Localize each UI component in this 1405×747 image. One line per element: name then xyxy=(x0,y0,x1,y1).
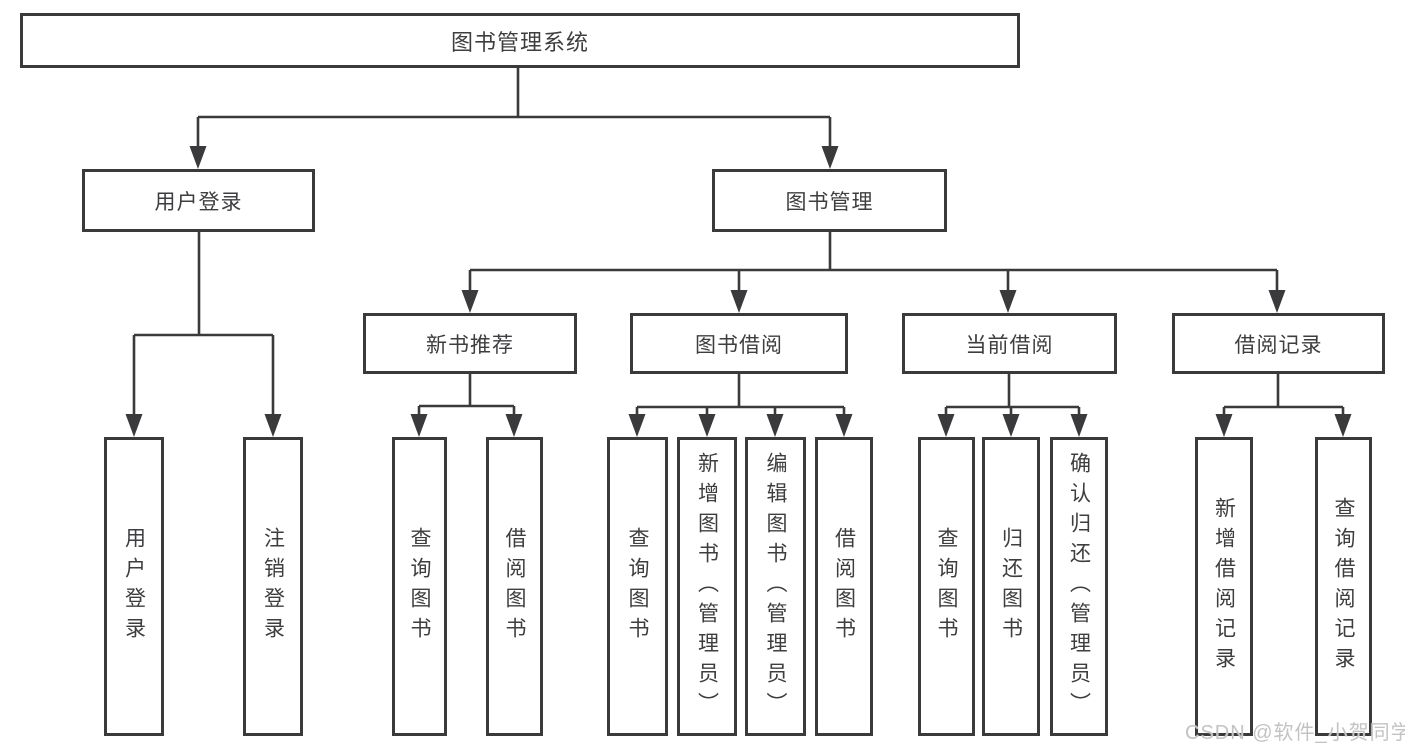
leaf-label: 用户登录 xyxy=(122,526,146,647)
leaf-label: 编辑图书（管理员） xyxy=(764,451,787,722)
leaf-add-book-admin: 新增图书（管理员） xyxy=(677,437,737,736)
arrow-icon xyxy=(628,414,646,437)
arrow-icon xyxy=(937,414,955,437)
arrow-icon xyxy=(698,414,716,437)
arrow-icon xyxy=(1215,414,1233,437)
connector-bookmgmt-to-level3 xyxy=(468,232,1279,294)
arrowheads xyxy=(125,146,1352,437)
node-label: 借阅记录 xyxy=(1234,333,1323,357)
node-label: 图书借阅 xyxy=(695,333,783,357)
arrow-icon xyxy=(1070,414,1088,437)
node-label: 用户登录 xyxy=(154,190,243,214)
leaf-confirm-return-admin: 确认归还（管理员） xyxy=(1050,437,1108,736)
leaf-query-books-borrowing: 查询图书 xyxy=(607,437,668,736)
leaf-label: 确认归还（管理员） xyxy=(1067,451,1091,722)
leaf-return-books: 归还图书 xyxy=(982,437,1040,736)
leaf-label: 借阅图书 xyxy=(832,526,856,647)
node-label: 图书管理 xyxy=(785,190,874,214)
node-new-book-recommend: 新书推荐 xyxy=(363,313,577,374)
leaf-add-borrow-record: 新增借阅记录 xyxy=(1195,437,1253,736)
connector-root-to-level2 xyxy=(196,68,832,150)
leaf-user-login: 用户登录 xyxy=(104,437,164,736)
leaf-query-books-recommend: 查询图书 xyxy=(392,437,447,736)
node-current-borrowing: 当前借阅 xyxy=(902,313,1117,374)
arrow-icon xyxy=(1268,290,1286,313)
leaf-logout: 注销登录 xyxy=(243,437,303,736)
leaf-query-books-current: 查询图书 xyxy=(918,437,975,736)
arrow-icon xyxy=(821,146,839,169)
arrow-icon xyxy=(461,290,479,313)
arrow-icon xyxy=(999,290,1017,313)
arrow-icon xyxy=(125,414,143,437)
leaf-label: 借阅图书 xyxy=(503,526,526,647)
leaf-label: 查询图书 xyxy=(408,526,431,647)
leaf-edit-book-admin: 编辑图书（管理员） xyxy=(745,437,806,736)
leaf-label: 查询图书 xyxy=(626,526,649,647)
connector-userlogin-to-leaves xyxy=(132,232,275,418)
arrow-icon xyxy=(835,414,853,437)
arrow-icon xyxy=(730,290,748,313)
leaf-label: 注销登录 xyxy=(261,526,285,647)
node-user-login: 用户登录 xyxy=(82,169,315,232)
arrow-icon xyxy=(1334,414,1352,437)
leaf-label: 查询借阅记录 xyxy=(1332,496,1355,677)
node-label: 图书管理系统 xyxy=(450,29,589,55)
connector-current-to-leaves xyxy=(944,374,1081,418)
node-root-system: 图书管理系统 xyxy=(20,13,1020,68)
arrow-icon xyxy=(264,414,282,437)
node-book-borrowing: 图书借阅 xyxy=(630,313,848,374)
leaf-label: 查询图书 xyxy=(935,526,958,647)
csdn-watermark: CSDN @软件_小贺同学 xyxy=(1185,722,1405,744)
leaf-label: 归还图书 xyxy=(999,526,1023,647)
arrow-icon xyxy=(505,414,523,437)
connector-borrowing-to-leaves xyxy=(635,374,846,418)
leaf-label: 新增借阅记录 xyxy=(1212,496,1236,677)
node-borrowing-records: 借阅记录 xyxy=(1172,313,1385,374)
arrow-icon xyxy=(189,146,207,169)
leaf-query-borrow-record: 查询借阅记录 xyxy=(1315,437,1372,736)
leaf-label: 新增图书（管理员） xyxy=(695,451,719,722)
leaf-borrow-books: 借阅图书 xyxy=(815,437,873,736)
connector-newbooks-to-leaves xyxy=(417,374,516,418)
arrow-icon xyxy=(410,414,428,437)
node-book-management: 图书管理 xyxy=(712,169,947,232)
arrow-icon xyxy=(1002,414,1020,437)
node-label: 当前借阅 xyxy=(965,333,1054,357)
connector-records-to-leaves xyxy=(1222,374,1345,418)
leaf-borrow-books-recommend: 借阅图书 xyxy=(486,437,543,736)
node-label: 新书推荐 xyxy=(426,333,514,357)
arrow-icon xyxy=(766,414,784,437)
